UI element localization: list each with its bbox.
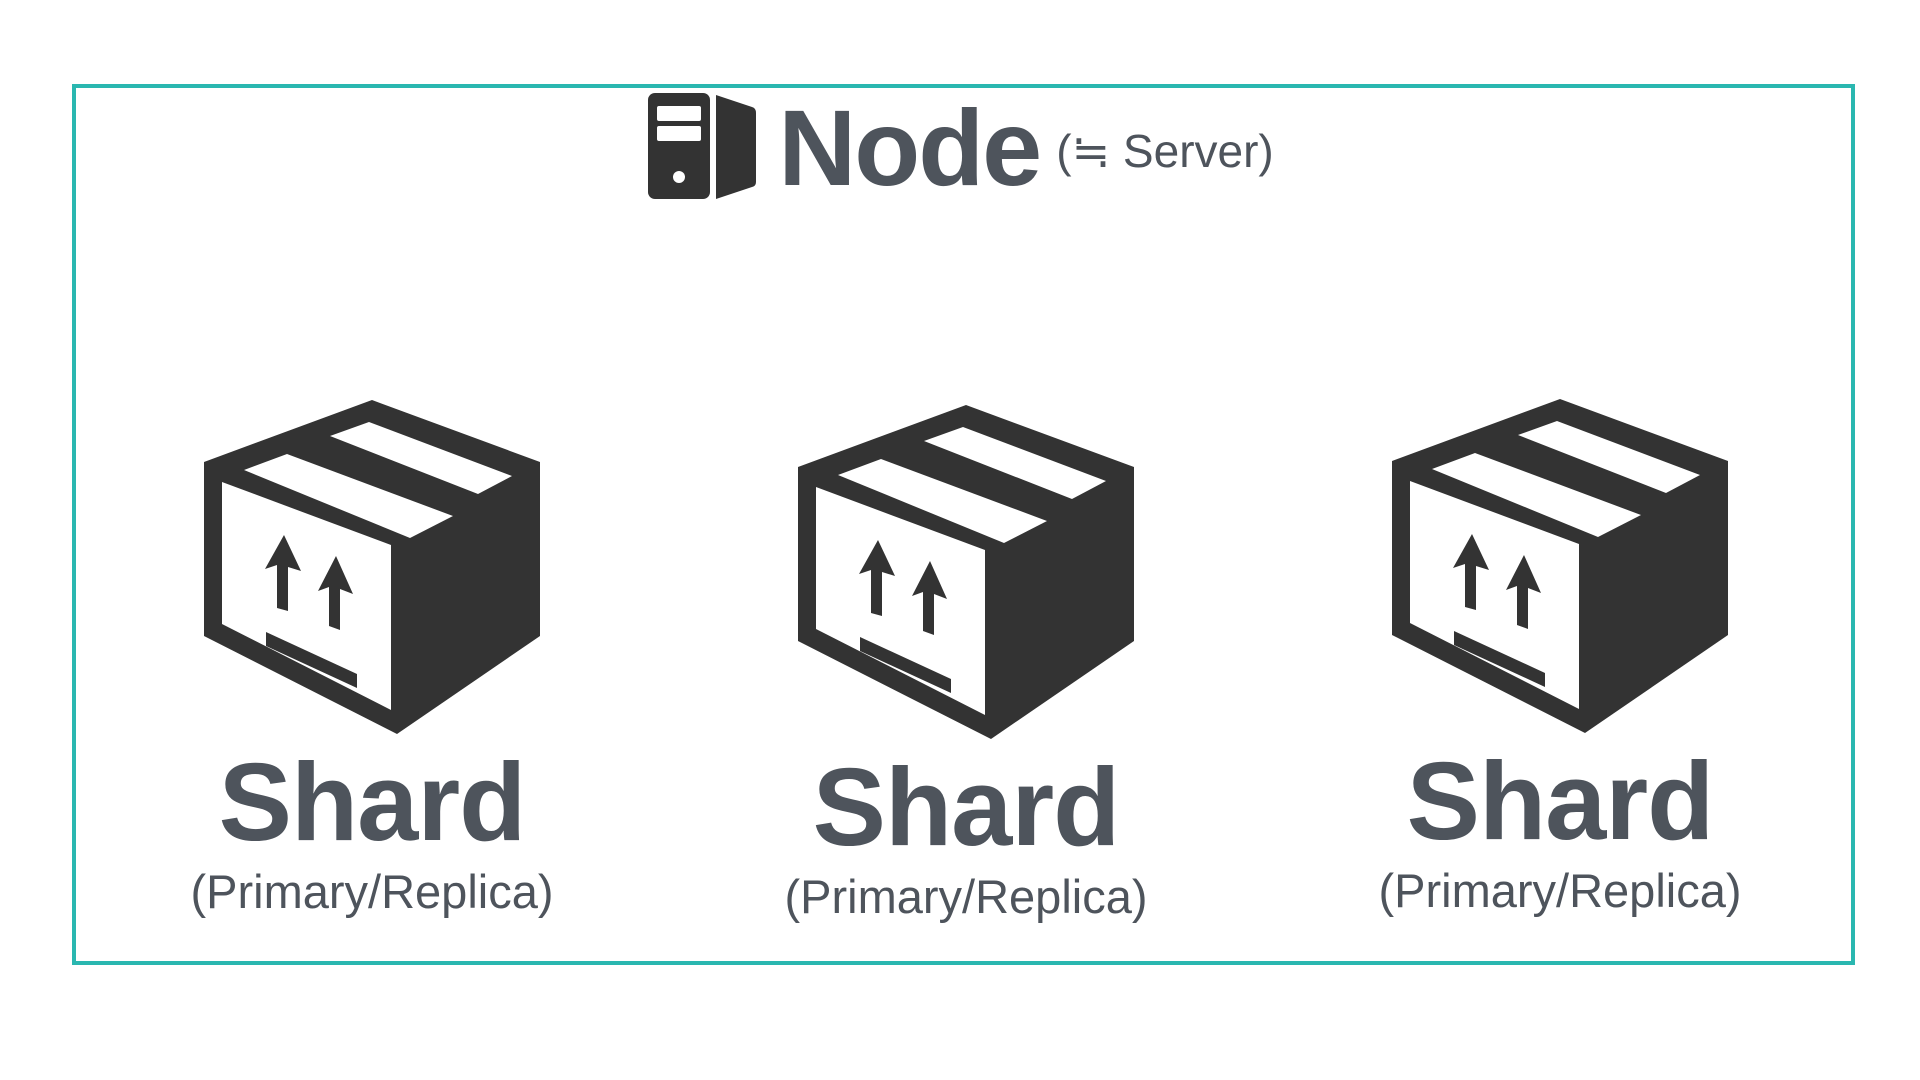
server-tower-icon	[648, 93, 757, 199]
shard-card: Shard (Primary/Replica)	[756, 403, 1176, 920]
shard-role: (Primary/Replica)	[1378, 864, 1742, 917]
node-subtitle: (≒ Server)	[1056, 125, 1274, 177]
node-header: Node (≒ Server)	[0, 86, 1920, 206]
box-this-side-up-icon	[1392, 399, 1728, 733]
shard-label: Shard	[218, 741, 527, 864]
shard-label: Shard	[812, 746, 1121, 869]
shard-role: (Primary/Replica)	[784, 870, 1148, 923]
shard-role: (Primary/Replica)	[190, 865, 554, 918]
node-title: Node	[778, 87, 1042, 208]
node-frame	[72, 84, 1855, 965]
shard-label: Shard	[1406, 740, 1715, 863]
shard-card: Shard (Primary/Replica)	[162, 398, 582, 915]
box-this-side-up-icon	[204, 400, 540, 734]
box-this-side-up-icon	[798, 405, 1134, 739]
shard-card: Shard (Primary/Replica)	[1350, 397, 1770, 914]
